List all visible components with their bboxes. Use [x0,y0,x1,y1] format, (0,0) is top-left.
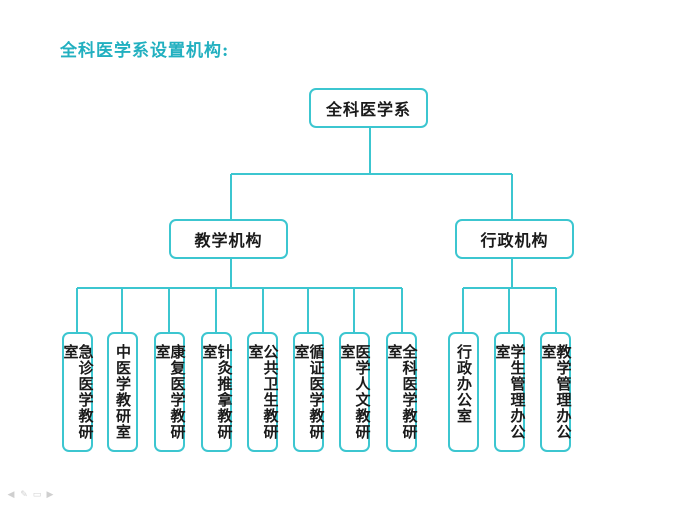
root-node: 全科医学系 [309,88,428,128]
page-title: 全科医学系设置机构: [60,41,230,61]
next-icon[interactable]: ▶ [46,490,54,500]
unit-node: 康复医学教研室 [154,332,187,452]
unit-node: 教学管理办公室 [540,332,573,452]
branch-node-admin: 行政机构 [455,219,574,259]
prev-icon[interactable]: ◀ [7,490,15,500]
unit-node: 循证医学教研室 [293,332,326,452]
menu-icon[interactable]: ▭ [32,490,42,500]
unit-node: 全科医学教研室 [386,332,419,452]
branch-node-teaching: 教学机构 [169,219,288,259]
unit-node: 行政办公室 [448,332,479,452]
slide-controls: ◀ ✎ ▭ ▶ [6,491,55,500]
unit-node: 中医学教研室 [107,332,138,452]
pen-icon[interactable]: ✎ [20,490,28,500]
unit-node: 针灸推拿教研室 [201,332,234,452]
unit-node: 学生管理办公室 [494,332,527,452]
unit-node: 医学人文教研室 [339,332,372,452]
unit-node: 公共卫生教研室 [247,332,280,452]
unit-node: 急诊医学教研室 [62,332,95,452]
